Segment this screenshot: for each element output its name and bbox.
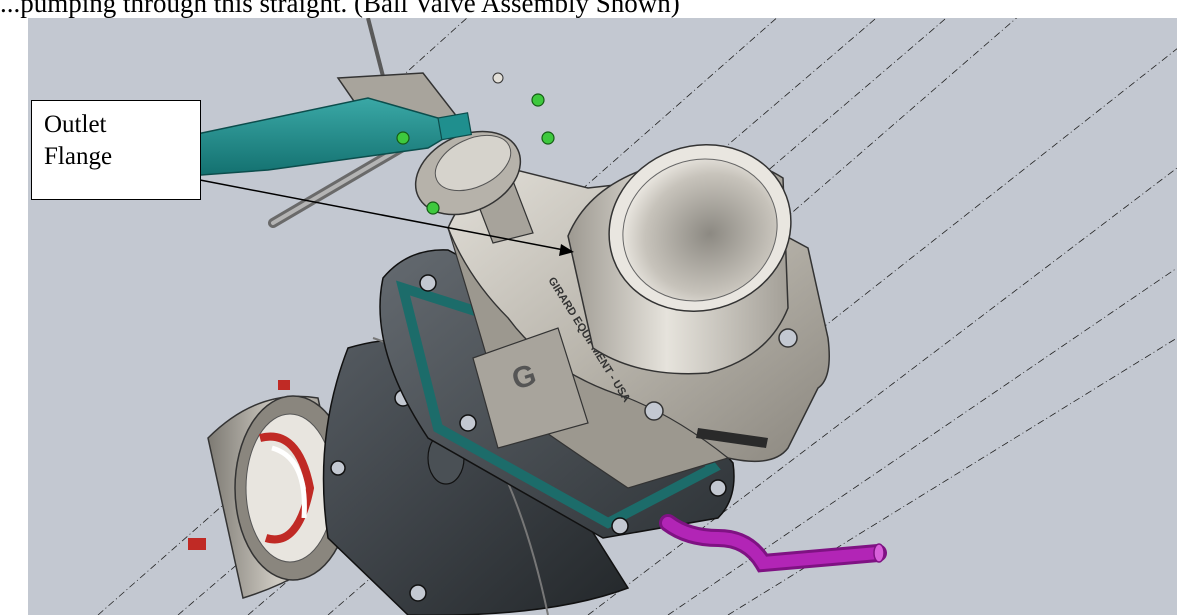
callout-leader	[199, 179, 574, 256]
callout-text-line2: Flange	[44, 143, 113, 170]
outlet-barrel	[567, 144, 792, 375]
serial-plate	[696, 428, 768, 448]
callout-text-line1: Outlet	[44, 111, 107, 138]
drain-pipe	[659, 514, 887, 573]
valve-stem-assembly	[177, 72, 555, 244]
red-clip	[278, 380, 290, 390]
valve-handle	[177, 97, 450, 177]
callout-box: Outlet Flange	[31, 100, 201, 200]
caption-text: ...pumping through this straight. (Ball …	[0, 0, 680, 18]
valve-assembly-drawing: G GIRARD EQUIPMENT - USA	[28, 18, 1177, 615]
red-clip	[188, 538, 206, 550]
cad-viewport: G GIRARD EQUIPMENT - USA	[28, 18, 1177, 615]
id-plate	[472, 327, 589, 449]
